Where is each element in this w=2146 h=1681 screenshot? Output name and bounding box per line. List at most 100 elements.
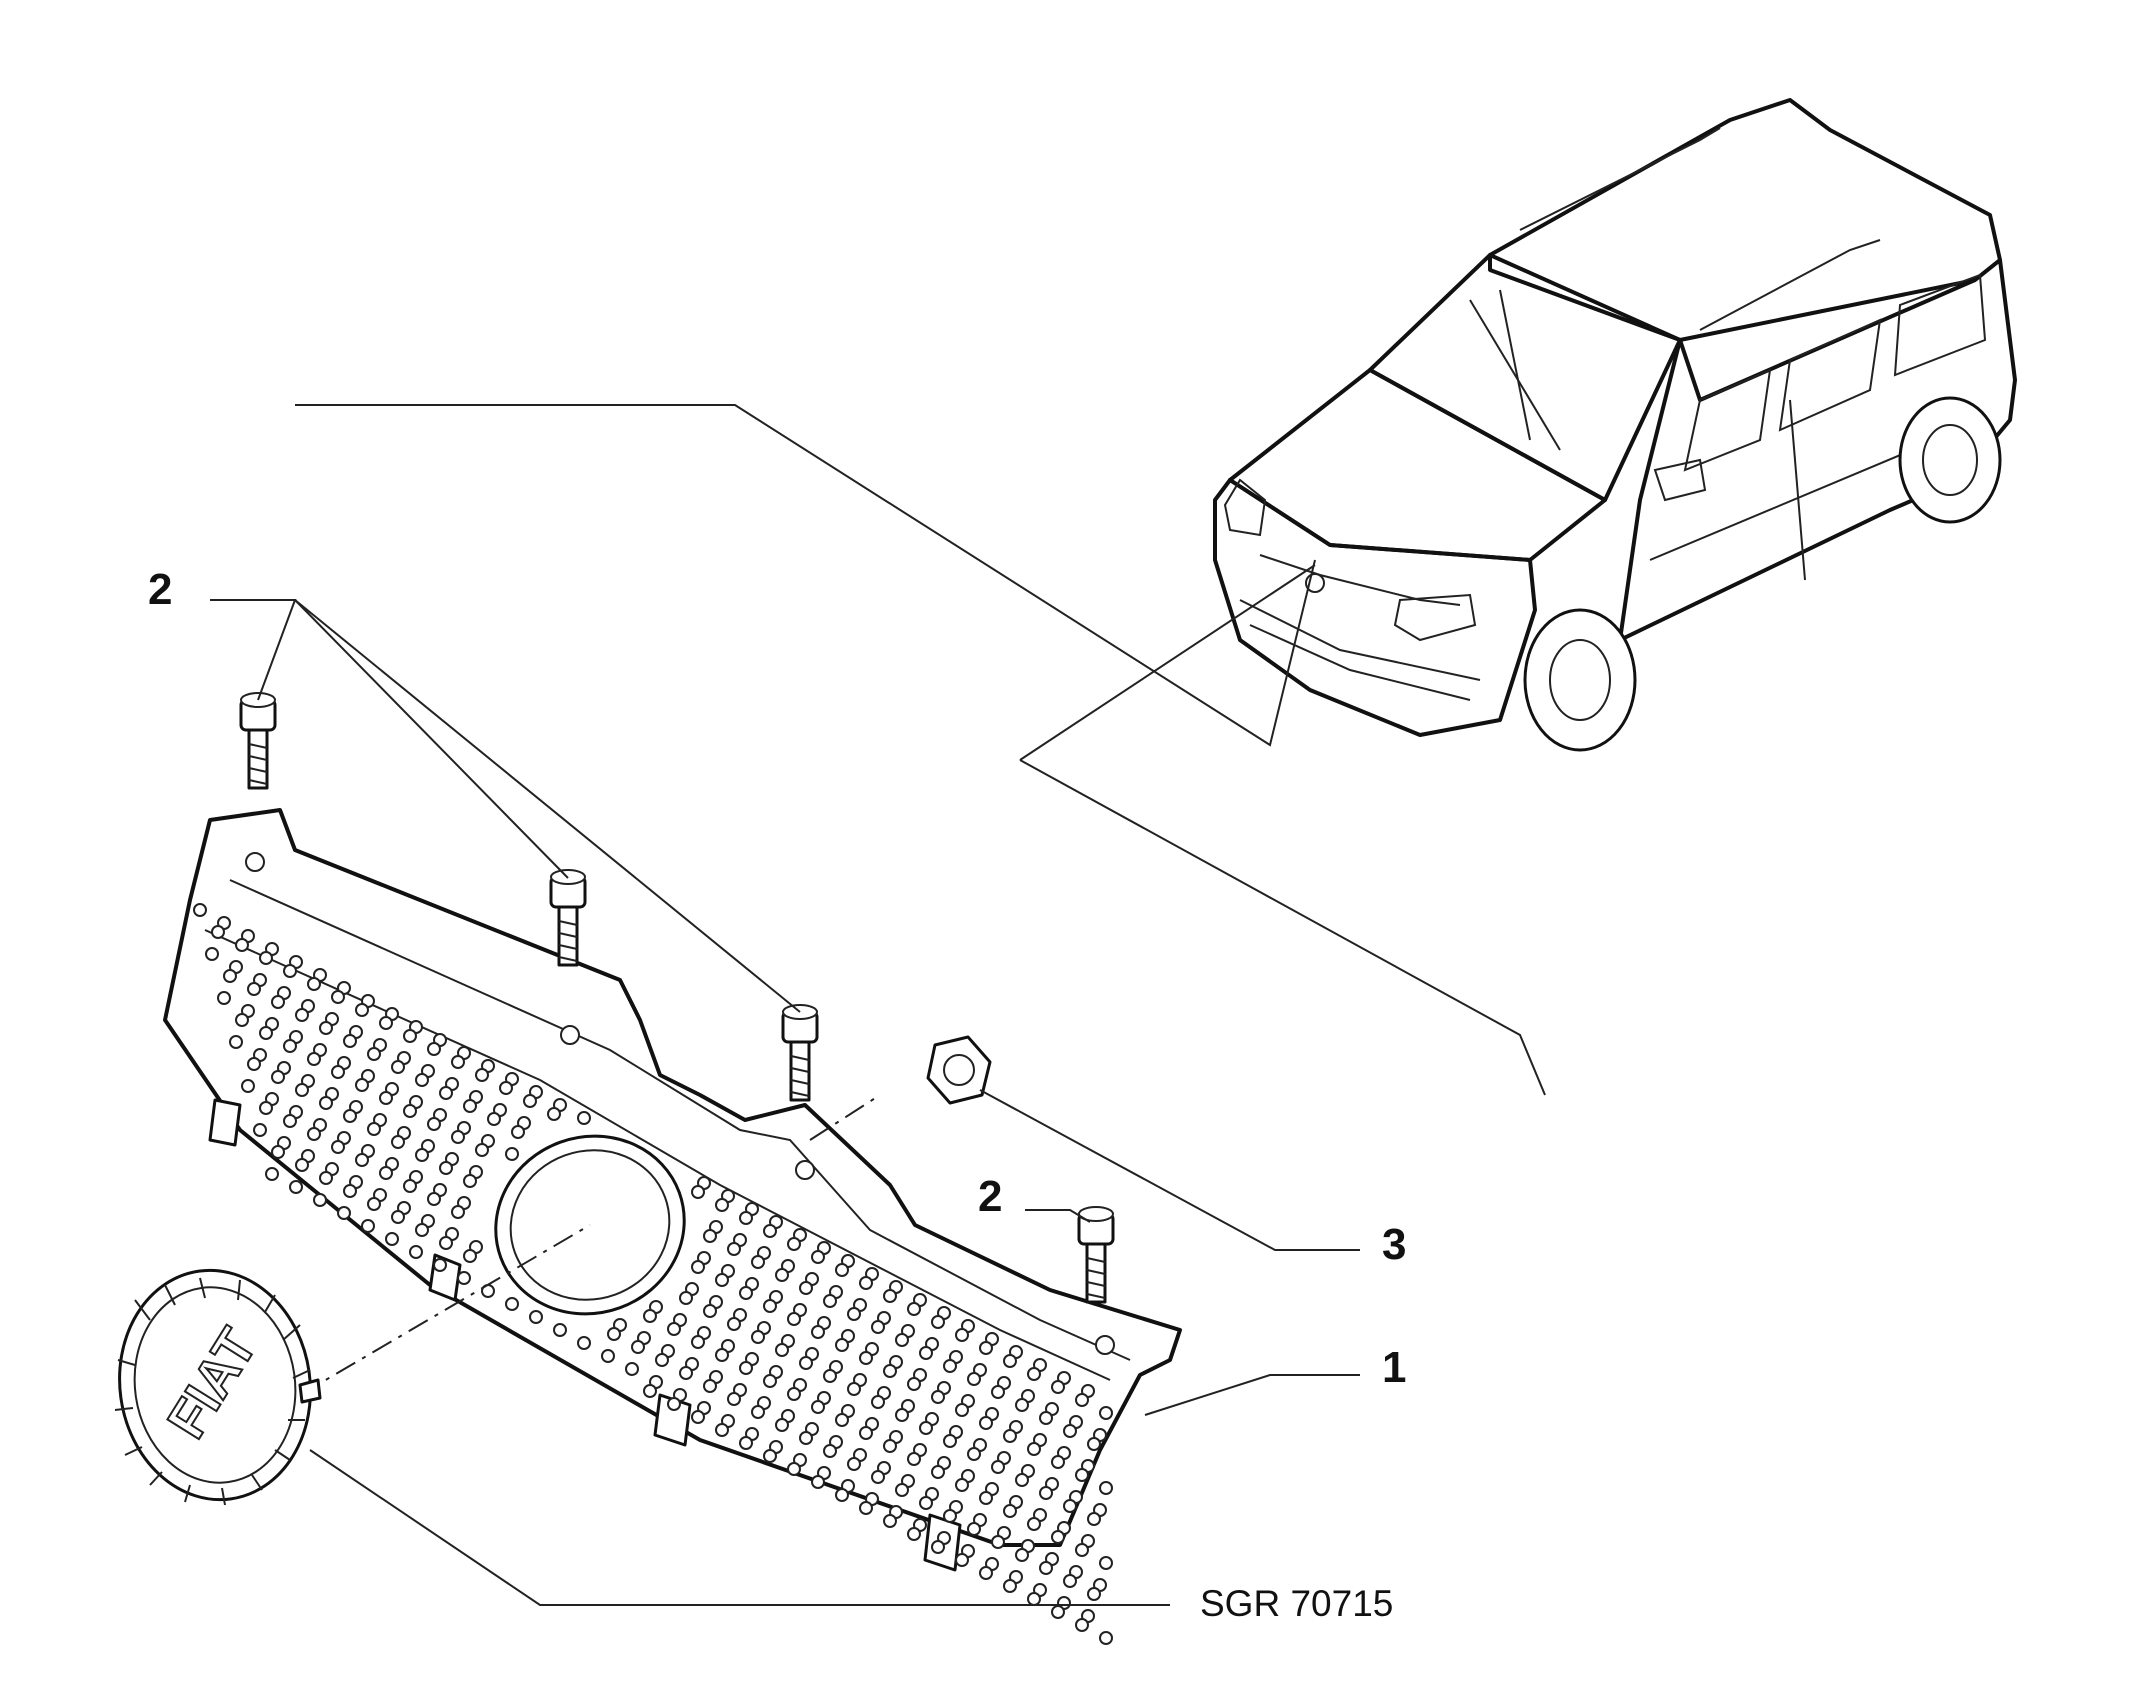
- perforation-dot: [787, 1312, 801, 1326]
- perforation-dot: [427, 1117, 441, 1131]
- perforation-dot: [739, 1286, 753, 1300]
- perforation-dot: [1051, 1455, 1065, 1469]
- perforation-dot: [241, 1079, 255, 1093]
- perforation-dot: [463, 1249, 477, 1263]
- perforation-dot: [823, 1294, 837, 1308]
- perforation-dot: [787, 1237, 801, 1251]
- perforation-dot: [787, 1387, 801, 1401]
- perforation-dot: [427, 1042, 441, 1056]
- perforation-dot: [715, 1273, 729, 1287]
- perforation-dot: [343, 1034, 357, 1048]
- drawing-reference: SGR 70715: [1200, 1583, 1394, 1624]
- perforation-dot: [343, 1184, 357, 1198]
- perforation-dot: [751, 1405, 765, 1419]
- perforation-dot: [499, 1081, 513, 1095]
- perforation-dot: [1039, 1411, 1053, 1425]
- perforation-dot: [835, 1263, 849, 1277]
- perforation-dot: [763, 1299, 777, 1313]
- perforation-dot: [907, 1527, 921, 1541]
- perforation-dot: [979, 1341, 993, 1355]
- perforation-dot: [271, 995, 285, 1009]
- emblem-icon: FIAT: [114, 1268, 322, 1506]
- perforation-dot: [1051, 1530, 1065, 1544]
- perforation-dot: [955, 1553, 969, 1567]
- perforation-dot: [775, 1343, 789, 1357]
- perforation-dot: [391, 1060, 405, 1074]
- perforation-dot: [577, 1111, 591, 1125]
- perforation-dot: [799, 1356, 813, 1370]
- perforation-dot: [775, 1268, 789, 1282]
- perforation-dot: [835, 1338, 849, 1352]
- perforation-dot: [883, 1514, 897, 1528]
- perforation-dot: [943, 1434, 957, 1448]
- perforation-dot: [259, 1026, 273, 1040]
- perforation-dot: [577, 1336, 591, 1350]
- perforation-dot: [433, 1258, 447, 1272]
- perforation-dot: [439, 1236, 453, 1250]
- perforation-dot: [1015, 1548, 1029, 1562]
- screw-icon: [549, 869, 587, 967]
- perforation-dot: [391, 1210, 405, 1224]
- perforation-dot: [907, 1302, 921, 1316]
- perforation-dot: [1099, 1556, 1113, 1570]
- perforation-dot: [1039, 1561, 1053, 1575]
- perforation-dot: [967, 1447, 981, 1461]
- perforation-dot: [247, 1057, 261, 1071]
- perforation-dot: [475, 1143, 489, 1157]
- perforation-dot: [283, 964, 297, 978]
- perforation-dot: [907, 1377, 921, 1391]
- perforation-dot: [643, 1384, 657, 1398]
- perforation-dot: [409, 1245, 423, 1259]
- perforation-dot: [739, 1211, 753, 1225]
- perforation-dot: [463, 1174, 477, 1188]
- perforation-dot: [691, 1335, 705, 1349]
- perforation-dot: [931, 1465, 945, 1479]
- perforation-dot: [1027, 1367, 1041, 1381]
- perforation-dot: [1051, 1380, 1065, 1394]
- perforation-dot: [523, 1094, 537, 1108]
- perforation-dot: [787, 1462, 801, 1476]
- perforation-dot: [811, 1250, 825, 1264]
- perforation-dot: [451, 1205, 465, 1219]
- callout-grille: 1: [1382, 1343, 1407, 1392]
- perforation-dot: [883, 1364, 897, 1378]
- perforation-dot: [331, 990, 345, 1004]
- perforation-dot: [715, 1423, 729, 1437]
- perforation-dot: [313, 1193, 327, 1207]
- perforation-dot: [955, 1328, 969, 1342]
- perforation-dot: [283, 1039, 297, 1053]
- perforation-dot: [907, 1452, 921, 1466]
- hex-nut-icon: [926, 1035, 992, 1105]
- perforation-dot: [427, 1192, 441, 1206]
- perforation-dot: [895, 1408, 909, 1422]
- perforation-dot: [703, 1304, 717, 1318]
- perforation-dot: [505, 1147, 519, 1161]
- grille-perforation: [193, 903, 1113, 1645]
- perforation-dot: [991, 1460, 1005, 1474]
- perforation-dot: [775, 1418, 789, 1432]
- perforation-dot: [1099, 1481, 1113, 1495]
- perforation-dot: [679, 1291, 693, 1305]
- perforation-dot: [439, 1161, 453, 1175]
- perforation-dot: [871, 1320, 885, 1334]
- perforation-dot: [265, 1167, 279, 1181]
- perforation-dot: [991, 1535, 1005, 1549]
- car-icon: [1213, 98, 2017, 752]
- perforation-dot: [253, 1123, 267, 1137]
- perforation-dot: [727, 1317, 741, 1331]
- perforation-dot: [379, 1166, 393, 1180]
- perforation-dot: [367, 1122, 381, 1136]
- perforation-dot: [1003, 1579, 1017, 1593]
- perforation-dot: [601, 1349, 615, 1363]
- perforation-dot: [955, 1478, 969, 1492]
- perforation-dot: [331, 1140, 345, 1154]
- perforation-dot: [319, 1096, 333, 1110]
- perforation-dot: [379, 1016, 393, 1030]
- perforation-dot: [667, 1397, 681, 1411]
- perforation-dot: [799, 1281, 813, 1295]
- perforation-dot: [307, 1127, 321, 1141]
- perforation-dot: [547, 1107, 561, 1121]
- perforation-dot: [739, 1436, 753, 1450]
- perforation-dot: [811, 1475, 825, 1489]
